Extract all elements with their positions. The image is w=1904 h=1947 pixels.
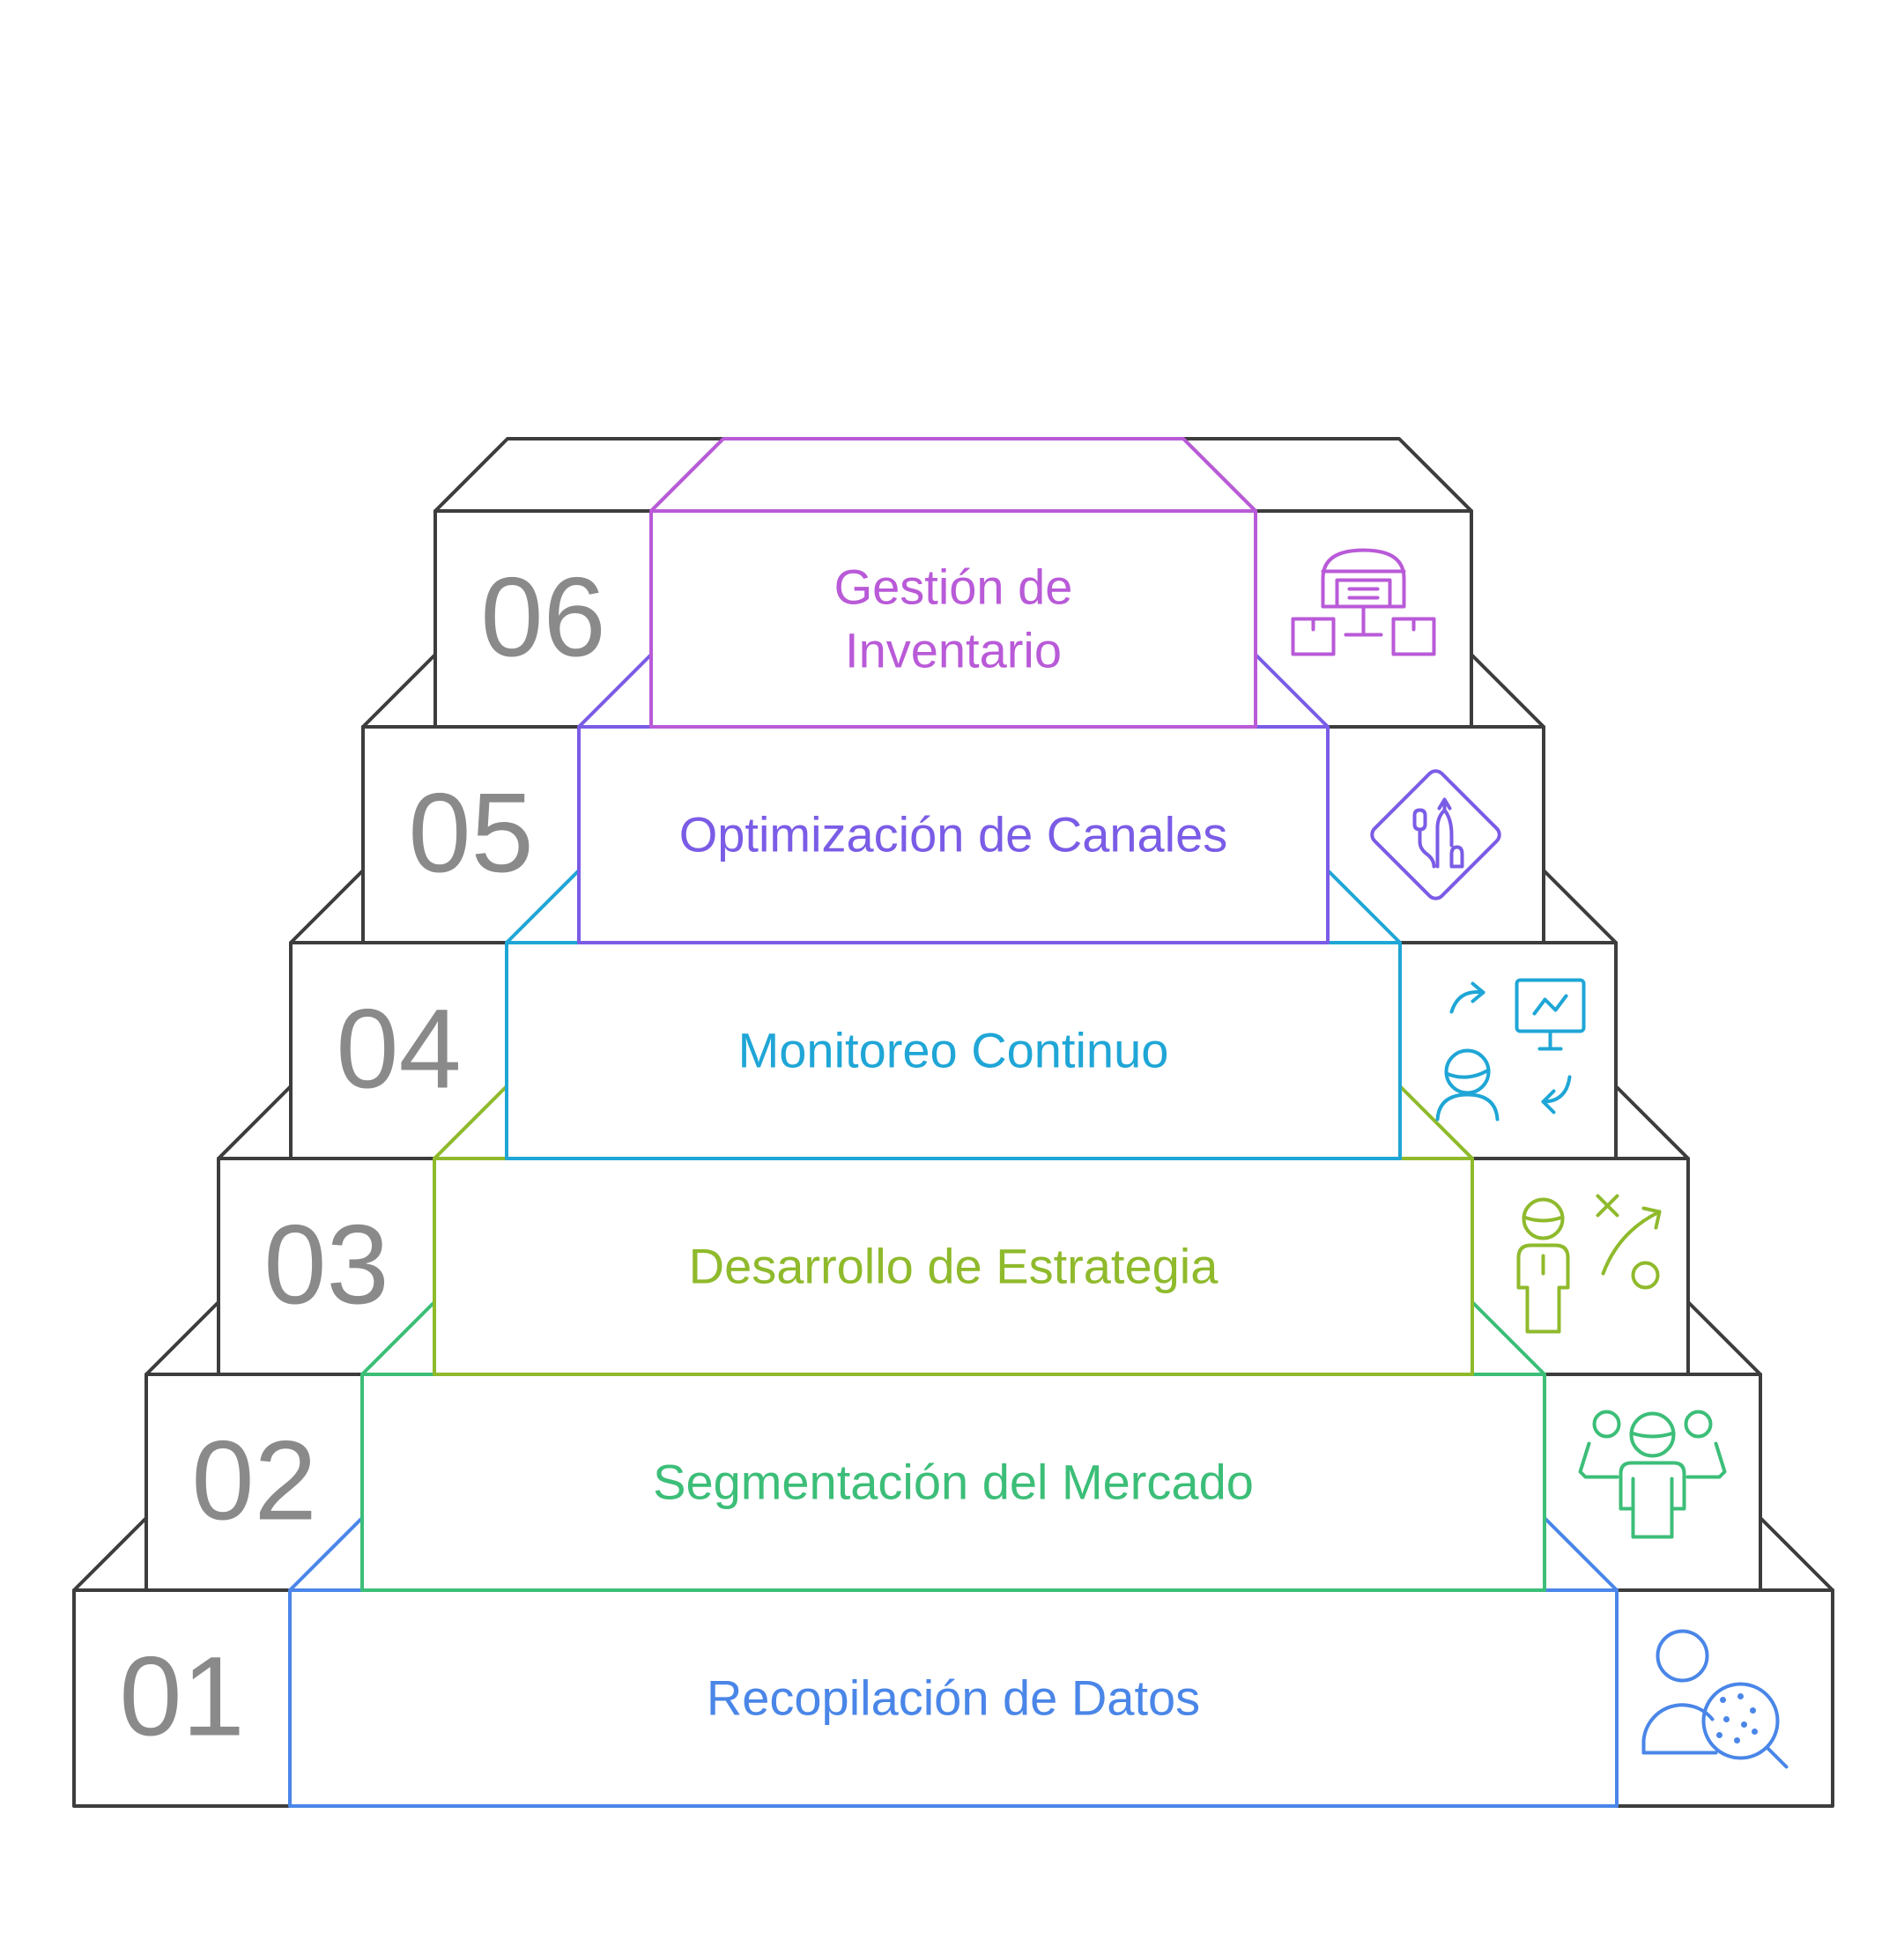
route-sign-icon <box>1370 769 1501 900</box>
step-label: Recopilación de Datos <box>707 1670 1200 1726</box>
step-06-center-tread <box>649 437 1257 513</box>
stair-text: 01 Recopilación de Datos 02 Segmentación de… <box>119 555 1254 1760</box>
step-06-center-face <box>649 509 1257 729</box>
step-number: 01 <box>119 1634 244 1760</box>
step-label: Inventario <box>845 623 1062 678</box>
step-05-center-face <box>577 725 1330 944</box>
step-06-center <box>649 437 1257 729</box>
step-03-center-face <box>433 1157 1474 1376</box>
step-number: 02 <box>191 1418 316 1544</box>
step-02-center-face <box>360 1373 1546 1592</box>
step-label: Segmentación del Mercado <box>653 1455 1254 1510</box>
strategy-play-icon <box>1516 1194 1662 1334</box>
step-01-left-block <box>72 1588 292 1808</box>
step-number: 06 <box>480 555 605 681</box>
stair-center-panels <box>288 437 1619 1808</box>
step-label: Monitoreo Continuo <box>738 1023 1169 1078</box>
step-number: 03 <box>263 1203 389 1329</box>
step-number: 05 <box>408 771 533 897</box>
warehouse-boxes-icon <box>1291 548 1436 656</box>
step-label: Optimización de Canales <box>679 807 1228 862</box>
person-search-icon <box>1641 1629 1789 1769</box>
step-label: Gestión de <box>834 559 1073 615</box>
group-icon <box>1578 1410 1727 1539</box>
stair-icons <box>1291 548 1789 1769</box>
step-04-center-face <box>505 941 1402 1160</box>
step-label: Desarrollo de Estrategia <box>689 1239 1219 1294</box>
step-number: 04 <box>336 987 461 1113</box>
step-01-center-face <box>288 1588 1619 1808</box>
monitoring-cycle-icon <box>1435 978 1586 1122</box>
